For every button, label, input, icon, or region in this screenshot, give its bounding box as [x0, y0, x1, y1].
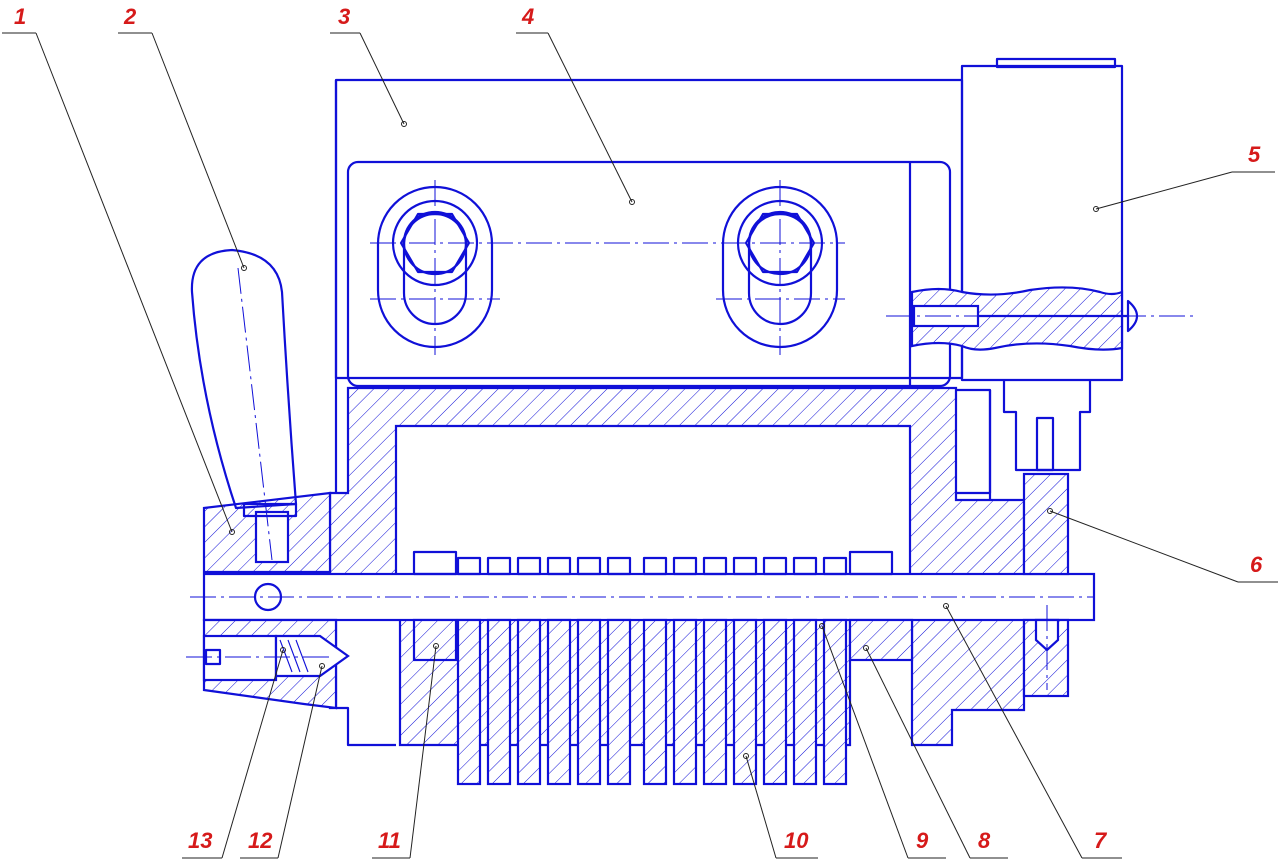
disc-top-9	[702, 556, 728, 576]
lever-boss	[202, 491, 332, 574]
disc-11	[762, 618, 788, 786]
disc-top-12	[792, 556, 818, 576]
callout-6: 6	[1250, 552, 1263, 577]
disc-8	[672, 618, 698, 786]
callout-7: 7	[1094, 828, 1108, 853]
disc-1	[456, 618, 482, 786]
disc-6	[606, 618, 632, 786]
disc-2	[486, 618, 512, 786]
disc-top-4	[546, 556, 572, 576]
handle	[190, 248, 298, 561]
disc-4	[546, 618, 572, 786]
disc-top-7	[642, 556, 668, 576]
clamp-plate	[346, 160, 952, 388]
callout-9: 9	[916, 828, 929, 853]
disc-12	[792, 618, 818, 786]
disc-stack	[456, 556, 848, 786]
disc-7	[642, 618, 668, 786]
shaft	[190, 572, 1096, 622]
disc-top-1	[456, 556, 482, 576]
callout-11: 11	[378, 828, 401, 853]
callout-13: 13	[188, 828, 212, 853]
disc-top-11	[762, 556, 788, 576]
callout-2: 2	[123, 4, 137, 29]
bracket-plate	[334, 78, 964, 493]
detent-housing	[186, 618, 350, 710]
disc-3	[516, 618, 542, 786]
callout-10: 10	[784, 828, 809, 853]
disc-5	[576, 618, 602, 786]
callout-4: 4	[521, 4, 534, 29]
callout-8: 8	[978, 828, 991, 853]
leader-lines	[2, 32, 1278, 859]
disc-top-2	[486, 556, 512, 576]
callout-3: 3	[338, 4, 350, 29]
disc-top-10	[732, 556, 758, 576]
callout-labels: 1 2 3 4 5 6 7 8 9 10 11 12 13	[14, 4, 1263, 853]
disc-13	[822, 618, 848, 786]
right-locator	[1022, 472, 1070, 698]
side-block	[886, 57, 1198, 472]
disc-top-6	[606, 556, 632, 576]
callout-5: 5	[1248, 142, 1261, 167]
disc-top-13	[822, 556, 848, 576]
disc-top-5	[576, 556, 602, 576]
disc-9	[702, 618, 728, 786]
callout-12: 12	[248, 828, 273, 853]
disc-10	[732, 618, 758, 786]
disc-top-3	[516, 556, 542, 576]
callout-1: 1	[14, 4, 26, 29]
bushings	[412, 550, 914, 662]
disc-top-8	[672, 556, 698, 576]
